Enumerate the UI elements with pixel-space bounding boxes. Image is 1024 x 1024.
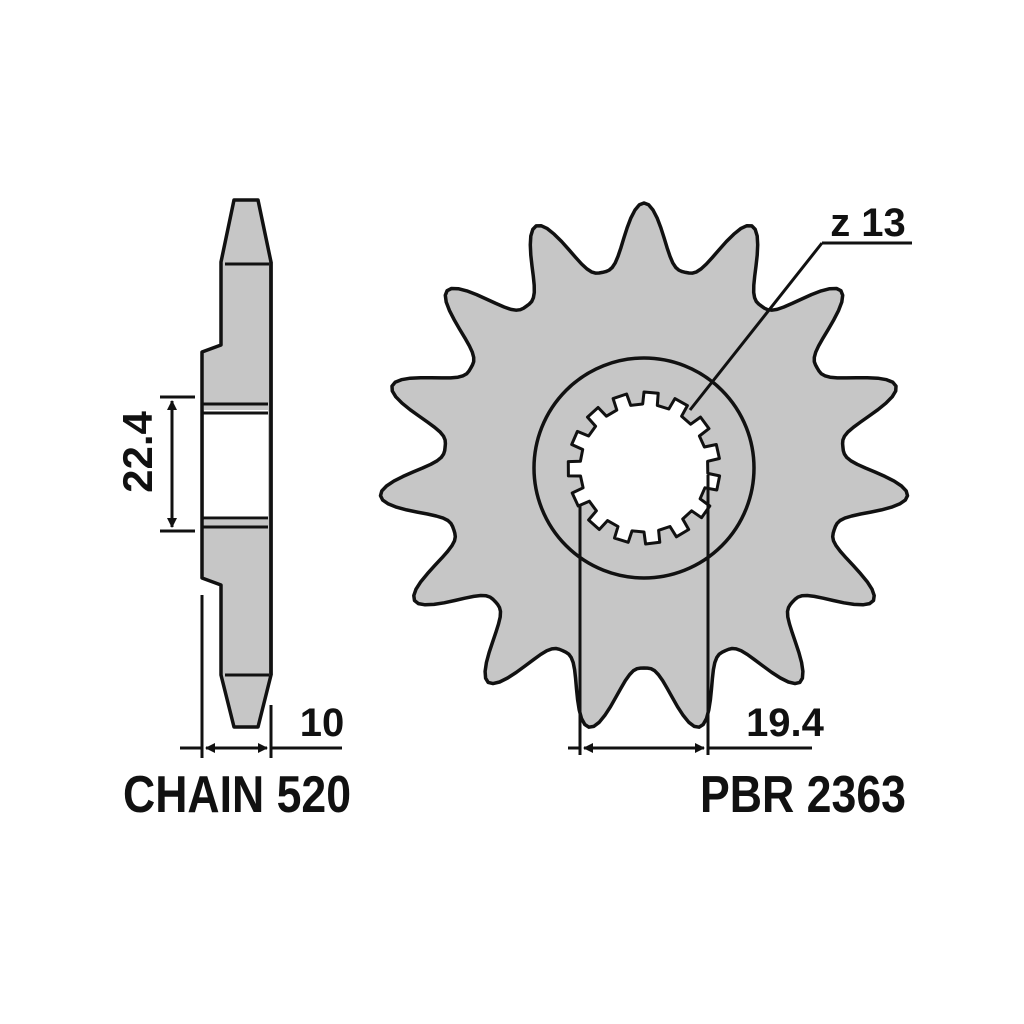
chain-label: CHAIN 520	[123, 766, 351, 824]
part-number-label: PBR 2363	[700, 766, 906, 824]
width-dimension-label: 10	[300, 701, 345, 745]
front-view: 19.4 z 13 PBR 2363	[378, 201, 912, 824]
tooth-count-label: z 13	[830, 201, 906, 245]
tooth-count-leader	[688, 242, 824, 411]
hub-ring	[532, 356, 756, 580]
spline-bore	[566, 390, 722, 546]
spline-dimension-label: 19.4	[746, 701, 825, 745]
hub-bore	[204, 410, 268, 520]
side-view: 22.4 10 CHAIN 520	[114, 198, 351, 824]
hub-dimension-label: 22.4	[114, 410, 161, 492]
